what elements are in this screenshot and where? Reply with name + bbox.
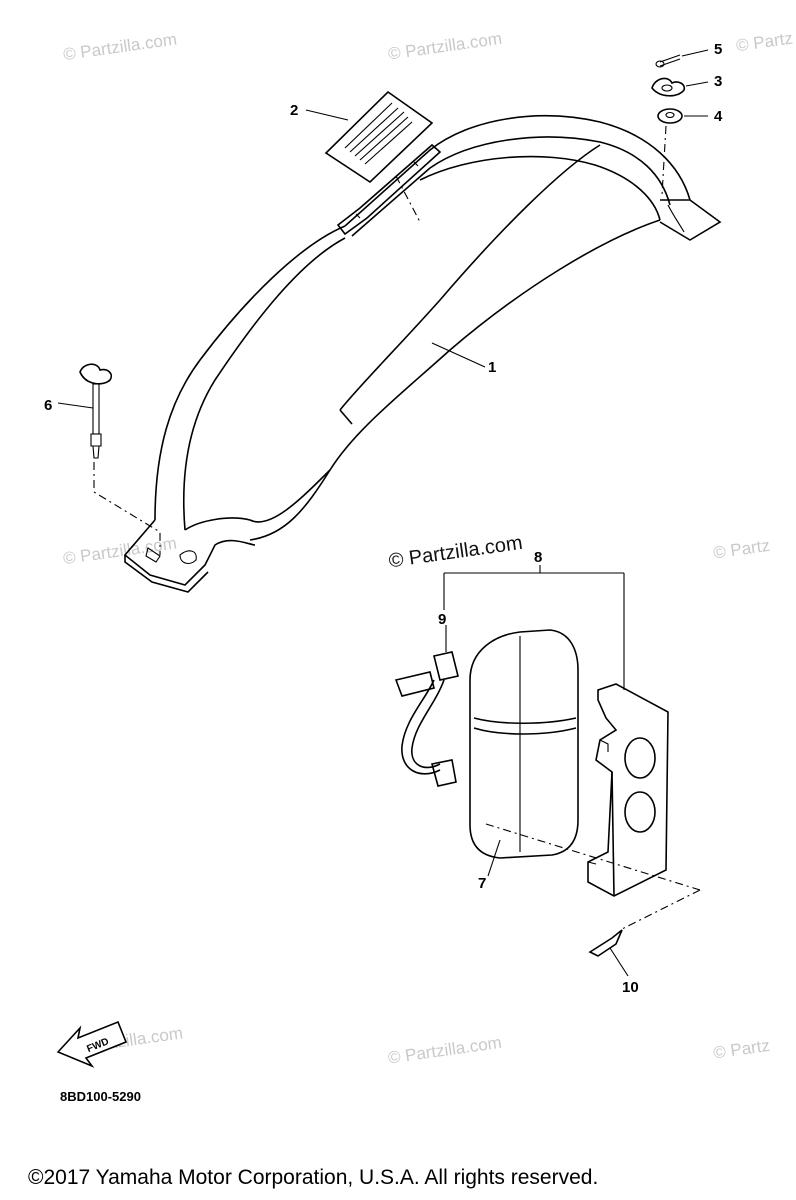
callout-10: 10 (622, 979, 639, 996)
battery-box-part (469, 629, 701, 891)
callout-4: 4 (714, 108, 723, 125)
watermark: © Partzilla.com (387, 29, 503, 64)
callout-6: 6 (44, 397, 52, 414)
callout-3: 3 (714, 73, 722, 90)
callout-7: 7 (478, 875, 486, 892)
forward-arrow-icon: FWD (56, 1020, 128, 1068)
rubber-strap-part (394, 625, 459, 787)
bracket-assembly-part (443, 565, 669, 897)
callout-8: 8 (534, 549, 542, 566)
callout-2: 2 (290, 102, 298, 119)
callout-9: 9 (438, 611, 446, 628)
diagram-code: 8BD100-5290 (60, 1089, 141, 1104)
rear-fender-part (123, 115, 722, 593)
callout-1: 1 (488, 359, 496, 376)
grommet-part (657, 108, 708, 196)
label-plate-part (305, 90, 434, 223)
screw-part (655, 49, 709, 68)
bolt-part (57, 363, 161, 555)
watermark: © Partz (712, 536, 771, 563)
clip-part (588, 889, 701, 977)
watermark-dark: © Partzilla.com (387, 532, 524, 573)
watermark: © Partzilla.com (62, 30, 178, 65)
watermark: © Partz (735, 29, 794, 56)
wing-nut-part (651, 77, 709, 97)
callout-5: 5 (714, 41, 722, 58)
watermark: © Partzilla.com (387, 1033, 503, 1068)
copyright-notice: ©2017 Yamaha Motor Corporation, U.S.A. A… (28, 1166, 599, 1189)
watermark: © Partz (712, 1036, 771, 1063)
